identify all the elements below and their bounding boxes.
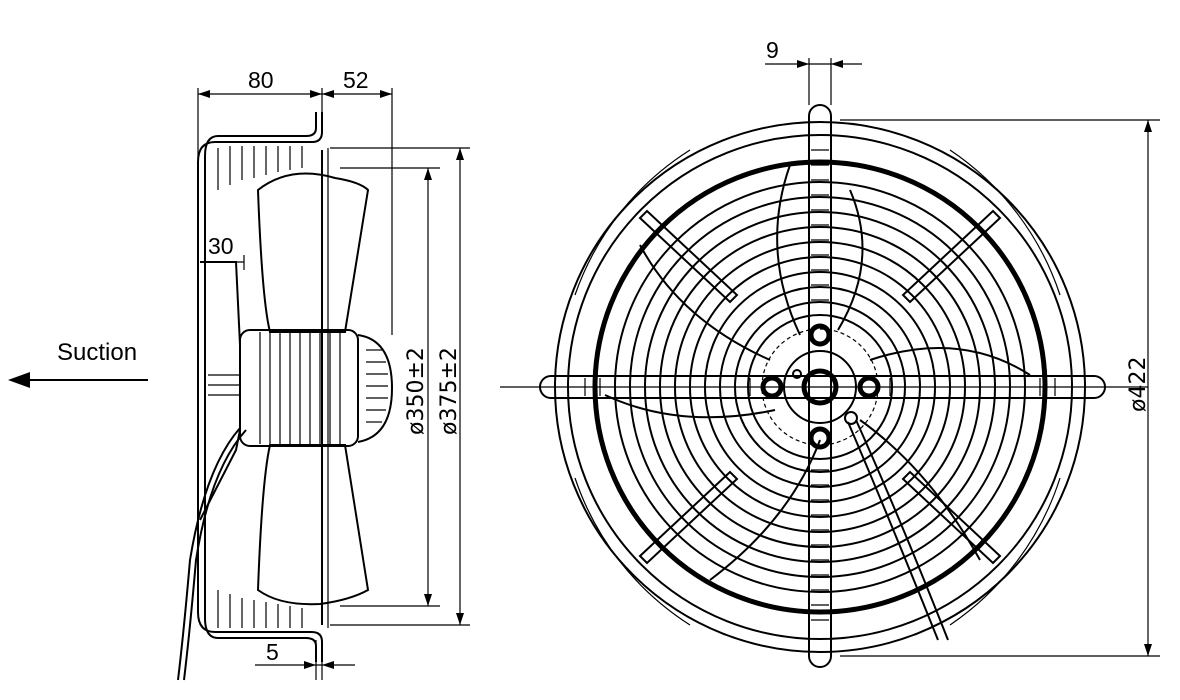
front-cable-2: [855, 419, 949, 641]
side-cable: [183, 429, 247, 681]
side-motor-fins: [259, 332, 341, 444]
side-motor-body: [239, 329, 359, 447]
dim-30: 30: [208, 233, 234, 259]
front-radial-struts: [638, 209, 1002, 565]
front-outer-arc-left: [574, 149, 691, 296]
side-view: Suction: [8, 67, 470, 681]
suction-arrow-head: [8, 372, 30, 388]
front-outer-arc-left-lower: [574, 477, 691, 626]
front-view: 9 ø422: [500, 37, 1160, 668]
side-grill-bars: [208, 146, 303, 628]
side-frame-inner: [204, 112, 317, 662]
side-grill-strut-lower: [199, 429, 241, 521]
dim-422: ø422: [1126, 357, 1151, 412]
side-motor-cap: [357, 334, 394, 443]
dim-9: 9: [766, 37, 779, 63]
front-hub-small-hole: [792, 369, 802, 379]
side-frame-outline: [197, 112, 323, 662]
front-mount-hole-top: [808, 323, 832, 347]
front-mount-hole-bottom: [808, 426, 832, 450]
front-vertical-bar: [808, 104, 832, 668]
dim-80: 80: [248, 67, 274, 93]
dim-350: ø350±2: [404, 347, 429, 435]
dim-375: ø375±2: [437, 347, 462, 435]
side-cable-2: [177, 427, 241, 681]
side-motor-cap-fins: [366, 349, 388, 423]
front-cable-entry: [844, 411, 858, 425]
dim-52: 52: [343, 67, 369, 93]
front-outer-arc-right-lower: [949, 477, 1061, 626]
dim-5: 5: [266, 639, 279, 665]
front-cable: [847, 421, 939, 641]
side-blade-lower: [256, 444, 370, 606]
front-vertical-bar-ticks: [811, 149, 829, 621]
front-outer-arc-right: [949, 149, 1061, 296]
side-blade-upper: [256, 172, 370, 333]
suction-label: Suction: [57, 339, 137, 366]
